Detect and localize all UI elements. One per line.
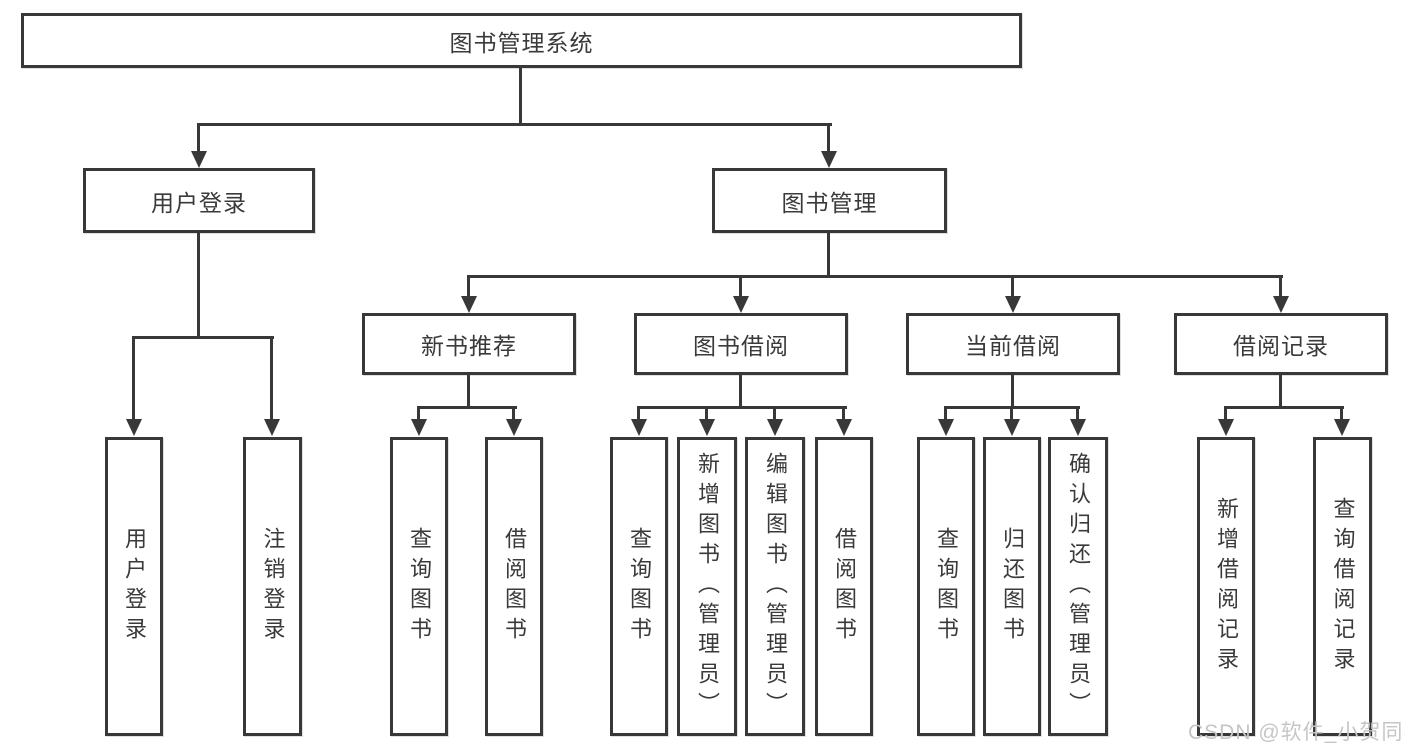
arrowhead-down [506,419,522,436]
node-label: 查询图书 [407,526,432,647]
leaf-query-books-recommend: 查询图书 [390,437,448,736]
arrowhead-down [1218,419,1234,436]
connector-segment [197,123,832,126]
connector-segment [739,275,742,299]
connector-segment [519,66,522,125]
arrowhead-down [938,419,954,436]
arrowhead-down [126,419,142,436]
node-borrowing-records: 借阅记录 [1174,313,1388,375]
arrowhead-down [1070,419,1086,436]
connector-segment [1010,406,1013,420]
connector-segment [467,372,470,409]
connector-segment [705,406,708,420]
node-label: 确认归还（管理员） [1066,451,1091,722]
node-label: 新书推荐 [421,333,517,359]
connector-segment [1279,372,1282,409]
connector-segment [773,406,776,420]
node-label: 查询图书 [627,526,652,647]
connector-segment [132,336,135,420]
node-library-system: 图书管理系统 [21,13,1022,68]
arrowhead-down [191,151,207,168]
node-label: 查询图书 [934,526,959,647]
arrowhead-down [1004,419,1020,436]
arrowhead-down [1334,419,1350,436]
connector-segment [1011,275,1014,299]
arrowhead-down [264,419,280,436]
node-new-book-recommendation: 新书推荐 [362,313,576,375]
arrowhead-down [411,419,427,436]
node-current-borrowing: 当前借阅 [906,313,1120,375]
connector-segment [467,275,1283,278]
leaf-query-books-current: 查询图书 [917,437,975,736]
arrowhead-down [836,419,852,436]
node-label: 借阅记录 [1233,333,1329,359]
connector-segment [417,406,420,420]
leaf-confirm-return-admin: 确认归还（管理员） [1048,437,1108,736]
node-label: 查询借阅记录 [1330,496,1356,677]
connector-segment [1279,275,1282,299]
node-label: 注销登录 [260,526,286,647]
leaf-return-books: 归还图书 [983,437,1041,736]
connector-segment [467,275,470,299]
connector-segment [1076,406,1079,420]
connector-segment [827,230,830,278]
connector-segment [1011,372,1014,409]
node-label: 新增借阅记录 [1214,496,1239,677]
node-label: 当前借阅 [965,333,1061,359]
node-label: 图书管理 [781,189,878,216]
node-label: 图书管理系统 [449,29,594,56]
leaf-query-borrow-record: 查询借阅记录 [1313,437,1372,736]
arrowhead-down [767,419,783,436]
arrowhead-down [821,151,837,168]
node-label: 新增图书（管理员） [695,451,720,722]
node-label: 归还图书 [1000,526,1025,647]
connector-segment [512,406,515,420]
leaf-logout: 注销登录 [243,437,302,736]
connector-segment [1224,406,1227,420]
arrowhead-down [699,419,715,436]
node-label: 用户登录 [151,189,247,216]
node-book-management: 图书管理 [712,168,947,233]
node-label: 借阅图书 [502,526,527,647]
node-label: 用户登录 [122,526,147,647]
connector-segment [417,406,517,409]
connector-segment [739,372,742,409]
arrowhead-down [1273,296,1289,313]
connector-segment [827,123,830,154]
node-book-borrowing: 图书借阅 [634,313,848,375]
node-label: 借阅图书 [832,526,857,647]
connector-segment [1224,406,1344,409]
leaf-add-book-admin: 新增图书（管理员） [677,437,737,736]
connector-segment [270,336,273,420]
arrowhead-down [1005,296,1021,313]
arrowhead-down [733,296,749,313]
connector-segment [944,406,947,420]
connector-segment [132,336,274,339]
leaf-edit-book-admin: 编辑图书（管理员） [745,437,805,736]
node-label: 图书借阅 [693,333,789,359]
connector-segment [842,406,845,420]
connector-segment [637,406,847,409]
connector-segment [637,406,640,420]
connector-segment [197,123,200,154]
leaf-user-login: 用户登录 [105,437,163,736]
arrowhead-down [631,419,647,436]
leaf-add-borrow-record: 新增借阅记录 [1197,437,1255,736]
leaf-borrow-books-recommend: 借阅图书 [485,437,543,736]
leaf-borrow-books: 借阅图书 [815,437,873,736]
connector-segment [197,230,200,339]
node-user-login: 用户登录 [83,168,315,233]
node-label: 编辑图书（管理员） [763,451,788,722]
connector-segment [1340,406,1343,420]
leaf-query-books-borrowing: 查询图书 [610,437,668,736]
arrowhead-down [461,296,477,313]
csdn-watermark: CSDN @软件_小贺同学 [1188,721,1405,744]
